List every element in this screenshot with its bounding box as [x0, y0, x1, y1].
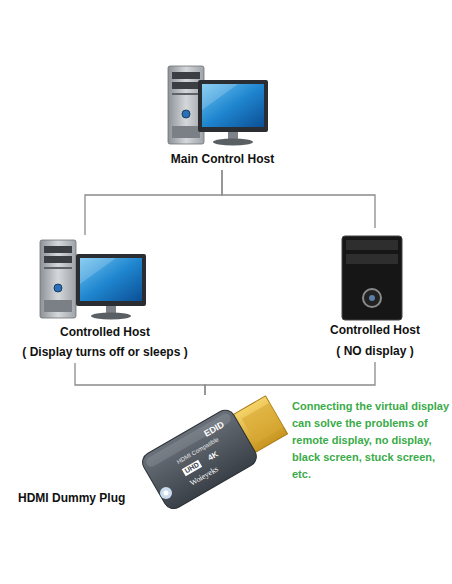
host-node: Main Control Host [130, 60, 315, 170]
host-node: Controlled Host ( Display turns off or sl… [15, 235, 195, 363]
node-subtitle: ( Display turns off or sleeps ) [15, 345, 195, 359]
connector-line [205, 362, 375, 395]
tower-pc [40, 240, 76, 318]
black-tower [342, 236, 402, 320]
node-title: HDMI Dummy Plug [18, 491, 148, 505]
hdmi-dummy-plug [139, 388, 292, 512]
monitor [198, 80, 268, 146]
led [164, 491, 169, 496]
plug-highlight [144, 412, 232, 469]
monitor [76, 254, 146, 320]
host-node: Controlled Host ( NO display ) [305, 228, 445, 362]
plug-body [139, 407, 260, 513]
connector-line [75, 363, 205, 395]
node-title: Controlled Host [305, 323, 445, 337]
connector-line [85, 170, 222, 235]
note-text: Connecting the virtual display can solve… [292, 398, 452, 483]
host-node: HDMI Dummy Plug [15, 395, 280, 510]
connector-inner [242, 403, 284, 443]
node-title: Main Control Host [130, 152, 315, 166]
node-subtitle: ( NO display ) [305, 344, 445, 358]
node-title: Controlled Host [15, 325, 195, 339]
connector-line [222, 170, 375, 228]
led-glow [160, 487, 172, 499]
